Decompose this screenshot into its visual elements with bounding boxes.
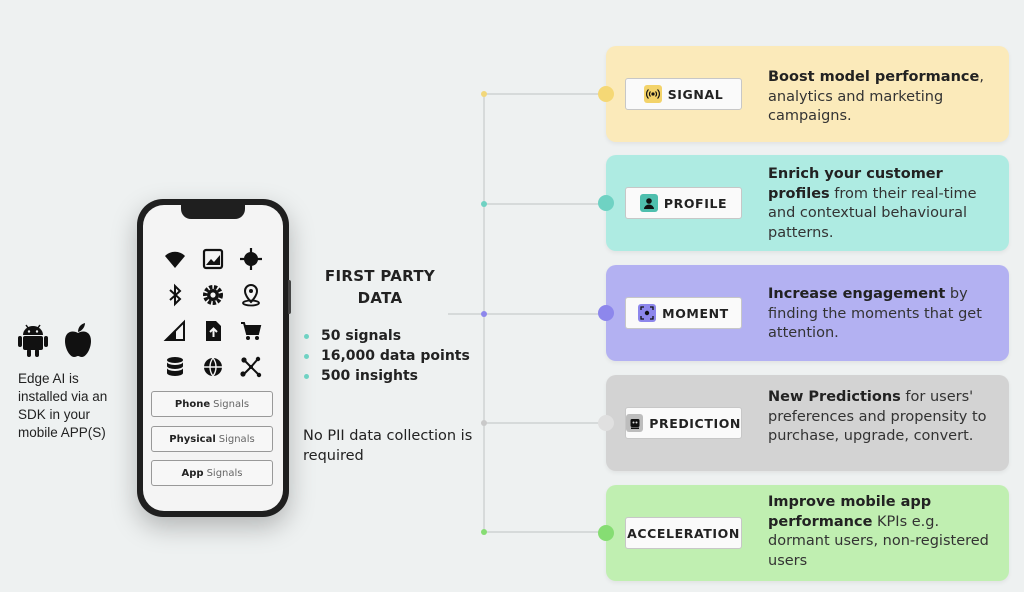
phone-side-button — [288, 280, 291, 314]
moment-highlight: Increase engagement — [768, 286, 946, 302]
card-profile: PROFILE Enrich your customer profiles fr… — [598, 155, 1009, 251]
bluetooth-icon — [157, 277, 193, 313]
card-signal: SIGNAL Boost model performance, analytic… — [598, 46, 1009, 142]
signal-label: SIGNAL — [625, 78, 742, 110]
acceleration-label-text: ACCELERATION — [627, 525, 740, 541]
branch-node — [481, 201, 487, 207]
signal-text: , analytics and marketing campaigns. — [768, 69, 984, 124]
title-line-1: FIRST PARTY — [324, 267, 436, 285]
signal-label-text: SIGNAL — [667, 86, 724, 102]
robot-icon — [626, 414, 644, 432]
card-dot — [598, 525, 614, 541]
signal-icon-grid — [157, 241, 269, 385]
acceleration-description: Improve mobile app performance KPIs e.g.… — [768, 493, 994, 571]
stat-item: 16,000 data points — [304, 346, 470, 366]
acceleration-label: ACCELERATION — [625, 517, 742, 549]
prediction-highlight: New Predictions — [768, 389, 901, 405]
branch-node — [481, 311, 487, 317]
database-icon — [157, 349, 193, 385]
signal-description: Boost model performance, analytics and m… — [768, 68, 994, 127]
prediction-text: for users' preferences and propensity to… — [768, 389, 987, 444]
stat-item: 500 insights — [304, 366, 470, 386]
acceleration-highlight: Improve mobile app performance — [768, 494, 932, 530]
apple-icon — [65, 323, 91, 357]
title-line-2: DATA — [357, 289, 403, 307]
card-dot — [598, 86, 614, 102]
cart-icon — [233, 313, 269, 349]
focus-icon — [638, 304, 657, 322]
card-dot — [598, 195, 614, 211]
profile-text: from their real-time and contextual beha… — [768, 185, 977, 241]
signal-bars-icon — [157, 313, 193, 349]
prediction-label-text: PREDICTION — [649, 415, 741, 431]
os-logos — [18, 322, 94, 358]
network-icon — [233, 349, 269, 385]
card-moment: MOMENT Increase engagement by finding th… — [598, 265, 1009, 361]
moment-text: by finding the moments that get attentio… — [768, 286, 982, 341]
person-icon — [639, 194, 658, 212]
card-prediction: PREDICTION New Predictions for users' pr… — [598, 375, 1009, 471]
card-acceleration: ACCELERATION Improve mobile app performa… — [598, 485, 1009, 581]
location-pin-icon — [233, 277, 269, 313]
stat-item: 50 signals — [304, 326, 470, 346]
wifi-icon — [157, 241, 193, 277]
stats-list: 50 signals 16,000 data points 500 insigh… — [304, 326, 470, 386]
profile-label-text: PROFILE — [663, 195, 728, 211]
profile-label: PROFILE — [625, 187, 742, 219]
moment-label-text: MOMENT — [662, 305, 729, 321]
moment-label: MOMENT — [625, 297, 742, 329]
acceleration-text: KPIs e.g. dormant users, non-registered … — [768, 513, 989, 569]
image-icon — [195, 241, 231, 277]
branch-node — [481, 529, 487, 535]
branch-node — [481, 420, 487, 426]
profile-highlight: Enrich your customer profiles — [768, 166, 943, 202]
broadcast-icon — [643, 85, 662, 103]
prediction-description: New Predictions for users' preferences a… — [768, 388, 994, 447]
card-dot — [598, 305, 614, 321]
android-icon — [18, 324, 48, 357]
crosshair-icon — [233, 241, 269, 277]
upload-file-icon — [195, 313, 231, 349]
gear-icon — [195, 277, 231, 313]
pii-note: No PII data collection is required — [303, 428, 473, 464]
first-party-data-title: FIRST PARTY DATA — [300, 265, 460, 309]
globe-icon — [195, 349, 231, 385]
moment-description: Increase engagement by finding the momen… — [768, 285, 994, 344]
card-dot — [598, 415, 614, 431]
profile-description: Enrich your customer profiles from their… — [768, 165, 994, 243]
branch-node — [481, 91, 487, 97]
prediction-label: PREDICTION — [625, 407, 742, 439]
signal-highlight: Boost model performance — [768, 69, 980, 85]
phone-notch — [181, 205, 245, 219]
sdk-caption: Edge AI is installed via an SDK in your … — [18, 371, 108, 440]
